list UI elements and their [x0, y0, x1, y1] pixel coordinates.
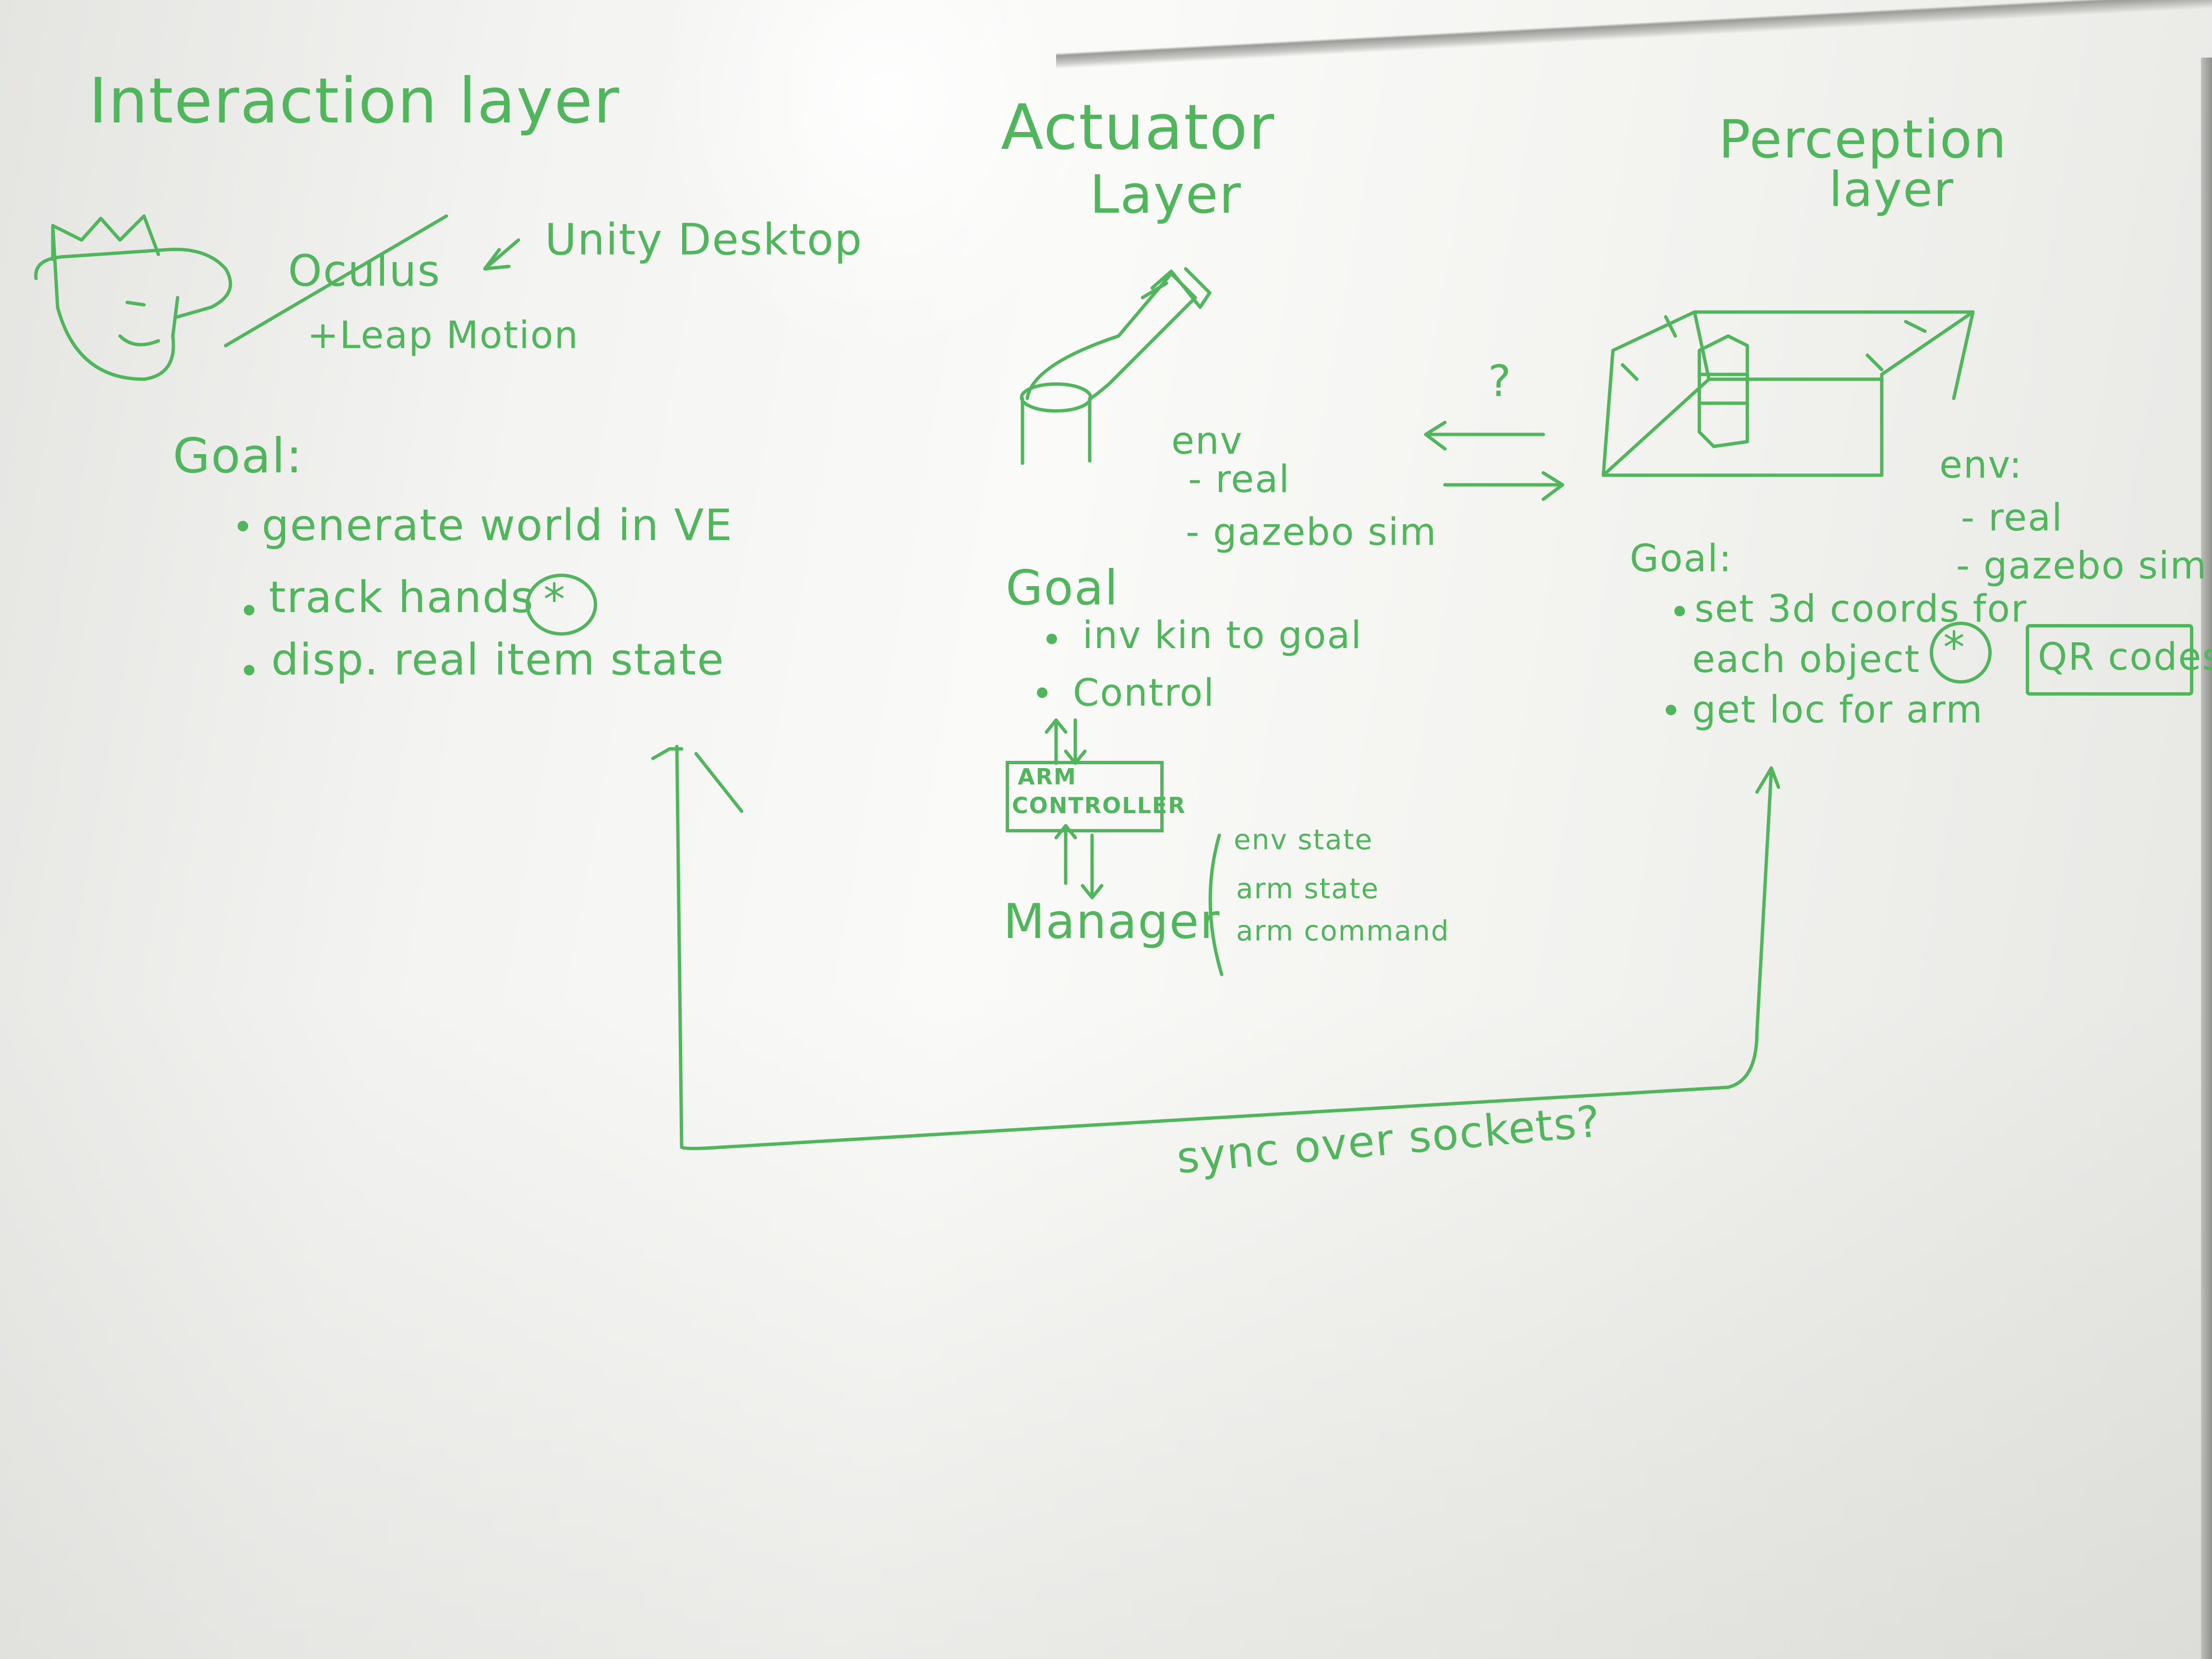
goal-generate-world: generate world in VE [262, 500, 733, 551]
whiteboard-frame-right [2201, 58, 2212, 1659]
goal-set-coords-line2: each object [1692, 638, 1921, 681]
actuator-title-line1: Actuator [1001, 91, 1275, 164]
robot-arm-sketch [1020, 267, 1212, 465]
unity-arrow [483, 238, 520, 271]
perception-goal-label: Goal: [1630, 537, 1732, 580]
state-bracket [1208, 833, 1224, 976]
bullet-dot [1046, 634, 1057, 644]
state-env: env state [1234, 823, 1373, 856]
workspace-box-sketch [1601, 310, 1975, 477]
goal-set-coords-line1: set 3d coords for [1695, 588, 2028, 631]
actuator-env-real: - real [1188, 458, 1290, 501]
perception-title-line1: Perception [1719, 108, 2008, 170]
arm-controller-line1: ARM [1018, 764, 1077, 790]
leap-motion-label: +Leap Motion [307, 314, 579, 357]
bullet-dot [244, 605, 254, 615]
perception-env-real: - real [1961, 496, 2063, 540]
bullet-dot [238, 521, 248, 531]
perception-title-line2: layer [1829, 161, 1954, 217]
oculus-strike [224, 214, 448, 348]
link-question-mark: ? [1488, 356, 1512, 407]
interaction-layer-title: Interaction layer [89, 64, 620, 137]
highlight-circle [526, 574, 597, 636]
goal-inverse-kinematics: inv kin to goal [1082, 614, 1362, 657]
right-arrow [1443, 471, 1564, 501]
perception-env-gazebo: - gazebo sim [1956, 544, 2208, 588]
bullet-dot [1037, 687, 1047, 698]
bullet-dot [244, 665, 254, 675]
bullet-dot [1674, 606, 1685, 616]
qr-codes-label: QR codes [2038, 636, 2212, 679]
whiteboard-frame-top [1056, 0, 2212, 72]
manager-label: Manager [1003, 893, 1221, 950]
asterisk-mark: * [1943, 623, 1966, 673]
goal-get-loc-arm: get loc for arm [1692, 688, 1984, 732]
actuator-env-gazebo: - gazebo sim [1186, 511, 1437, 554]
sync-loop-line [675, 745, 1773, 1150]
state-arm-command: arm command [1236, 914, 1450, 947]
state-arm: arm state [1236, 872, 1380, 905]
bullet-dot [1666, 705, 1676, 715]
perception-env-label: env: [1939, 444, 2023, 487]
asterisk-mark: * [543, 575, 566, 625]
left-arrow [1424, 421, 1545, 451]
goal-track-hands: track hands [269, 572, 534, 623]
arm-controller-box [1006, 761, 1164, 832]
actuator-title-line2: Layer [1090, 164, 1242, 225]
highlight-circle [1930, 622, 1992, 684]
actuator-env-label: env [1171, 420, 1243, 463]
actuator-goal-label: Goal [1006, 560, 1119, 616]
arm-controller-line2: CONTROLLER [1012, 793, 1186, 818]
oculus-label: Oculus [288, 246, 441, 296]
qr-codes-box [2026, 624, 2193, 696]
goal-display-item-state: disp. real item state [271, 635, 725, 685]
interaction-goal-label: Goal: [173, 428, 303, 484]
unity-desktop-label: Unity Desktop [545, 215, 863, 265]
goal-control: Control [1073, 672, 1215, 715]
vr-headset-sketch [34, 214, 232, 381]
